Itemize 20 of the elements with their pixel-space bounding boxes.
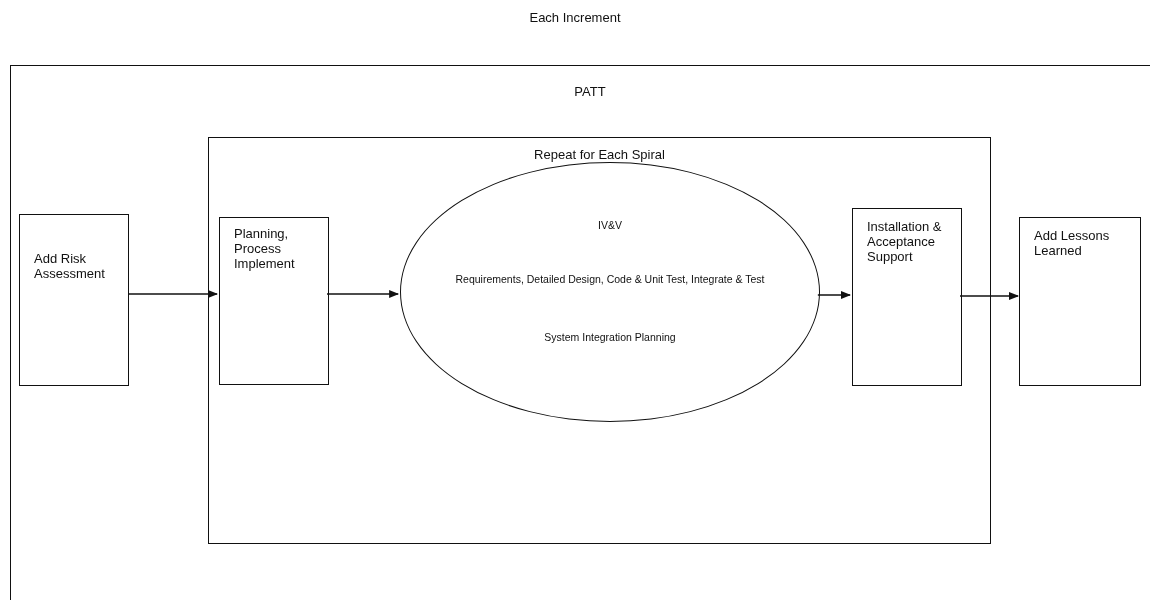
ellipse-text: Requirements, Detailed Design, Code & Unit Test, Integrate & Test xyxy=(455,273,765,285)
group-heading: Repeat for Each Spiral xyxy=(534,147,665,162)
group-frame xyxy=(208,137,991,544)
process-box xyxy=(1019,217,1141,386)
ellipse-heading: IV&V xyxy=(598,219,622,231)
process-box xyxy=(219,217,329,385)
arrow xyxy=(127,290,218,298)
process-box xyxy=(19,214,129,386)
arrow xyxy=(959,292,1019,300)
arrow xyxy=(817,291,851,299)
ellipse-text: System Integration Planning xyxy=(544,331,676,343)
arrow xyxy=(326,290,400,298)
box-label: Planning, Process Implement xyxy=(234,226,296,271)
box-label: Add Risk Assessment xyxy=(34,251,106,281)
diagram-title: Each Increment xyxy=(529,10,621,25)
group-frame xyxy=(10,65,1150,600)
box-label: Add Lessons Learned xyxy=(1034,228,1111,258)
box-label: Installation & Acceptance Support xyxy=(867,219,943,264)
process-box xyxy=(852,208,962,386)
group-heading: PATT xyxy=(574,84,606,99)
